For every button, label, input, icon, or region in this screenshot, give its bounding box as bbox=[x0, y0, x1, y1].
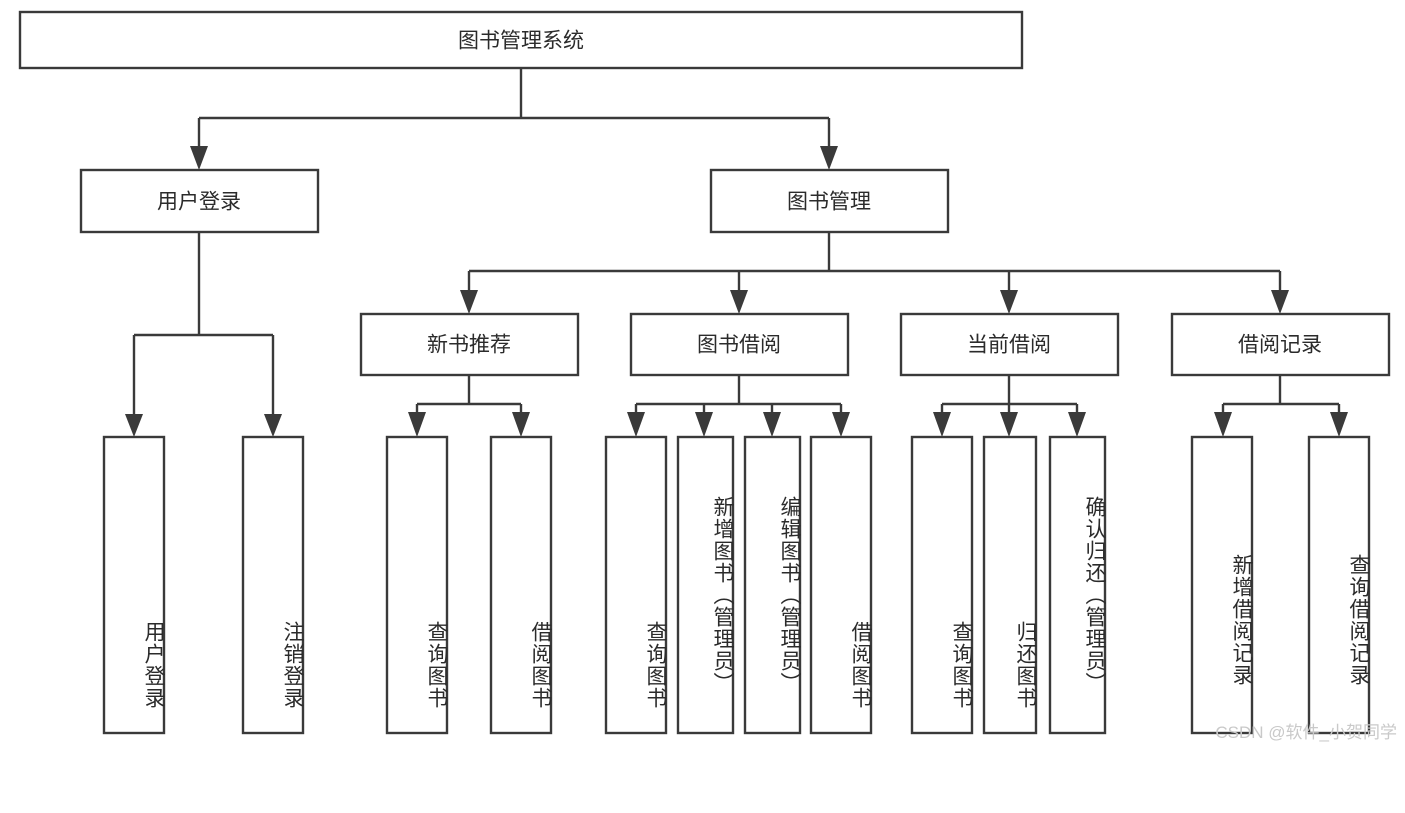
arrow-head-borrow-record bbox=[1271, 290, 1289, 314]
leaf-boxes-book-borrow bbox=[604, 435, 873, 735]
leaf-box-query-book-2[interactable] bbox=[604, 435, 668, 735]
csdn-watermark: CSDN @软件_小贺同学 bbox=[1215, 723, 1397, 742]
arrow-head-leaf-add-record bbox=[1214, 412, 1232, 437]
arrow-head-new-book-recommend bbox=[460, 290, 478, 314]
node-root[interactable]: 图书管理系统 bbox=[18, 10, 1024, 70]
leaf-box-return-book[interactable] bbox=[982, 435, 1038, 735]
node-box-current-borrow[interactable] bbox=[899, 312, 1120, 377]
leaf-box-confirm-return[interactable] bbox=[1048, 435, 1107, 735]
leaf-box-borrow-book-1[interactable] bbox=[489, 435, 553, 735]
leaf-box-query-book-1[interactable] bbox=[385, 435, 449, 735]
node-box-new-book-recommend[interactable] bbox=[359, 312, 580, 377]
arrow-head-book-borrow bbox=[730, 290, 748, 314]
leaf-boxes-current-borrow bbox=[910, 435, 1107, 735]
node-current-borrow[interactable]: 当前借阅 bbox=[899, 312, 1120, 377]
node-borrow-record[interactable]: 借阅记录 bbox=[1170, 312, 1391, 377]
arrow-head-leaf-borrow-book-1 bbox=[512, 412, 530, 437]
node-box-book-borrow[interactable] bbox=[629, 312, 850, 377]
arrow-head-current-borrow bbox=[1000, 290, 1018, 314]
arrow-head-leaf-edit-book bbox=[763, 412, 781, 437]
node-label-book-management: 图书管理 bbox=[787, 191, 871, 214]
node-box-borrow-record[interactable] bbox=[1170, 312, 1391, 377]
arrow-head-user-login bbox=[190, 146, 208, 170]
leaf-box-user-login[interactable] bbox=[102, 435, 166, 735]
node-box-root[interactable] bbox=[18, 10, 1024, 70]
leaf-boxes-new-book-recommend bbox=[385, 435, 553, 735]
connector-group-book-borrow bbox=[627, 375, 850, 437]
node-book-management[interactable]: 图书管理 bbox=[709, 168, 950, 234]
connector-group-user-login bbox=[125, 232, 282, 437]
node-label-borrow-record: 借阅记录 bbox=[1238, 334, 1322, 357]
node-box-book-management[interactable] bbox=[709, 168, 950, 234]
arrow-head-leaf-query-book-1 bbox=[408, 412, 426, 437]
leaf-box-query-record[interactable] bbox=[1307, 435, 1371, 735]
leaf-box-add-record[interactable] bbox=[1190, 435, 1254, 735]
connector-group-current-borrow bbox=[933, 375, 1086, 437]
node-user-login[interactable]: 用户登录 bbox=[79, 168, 320, 234]
arrow-head-leaf-borrow-book-2 bbox=[832, 412, 850, 437]
node-label-root: 图书管理系统 bbox=[458, 30, 584, 53]
arrow-head-leaf-user-logout bbox=[264, 414, 282, 437]
node-book-borrow[interactable]: 图书借阅 bbox=[629, 312, 850, 377]
arrow-head-leaf-add-book bbox=[695, 412, 713, 437]
node-label-current-borrow: 当前借阅 bbox=[967, 334, 1051, 357]
connector-group-new-book-recommend bbox=[408, 375, 530, 437]
node-label-book-borrow: 图书借阅 bbox=[697, 334, 781, 357]
leaf-box-edit-book[interactable] bbox=[743, 435, 802, 735]
arrow-head-book-management bbox=[820, 146, 838, 170]
leaf-box-query-book-3[interactable] bbox=[910, 435, 974, 735]
leaf-box-borrow-book-2[interactable] bbox=[809, 435, 873, 735]
connector-group-book-management bbox=[460, 232, 1289, 314]
arrow-head-leaf-return-book bbox=[1000, 412, 1018, 437]
node-label-new-book-recommend: 新书推荐 bbox=[427, 334, 511, 357]
arrow-head-leaf-confirm-return bbox=[1068, 412, 1086, 437]
leaf-box-add-book[interactable] bbox=[676, 435, 735, 735]
connector-group-root bbox=[190, 68, 838, 170]
node-new-book-recommend[interactable]: 新书推荐 bbox=[359, 312, 580, 377]
arrow-head-leaf-query-book-2 bbox=[627, 412, 645, 437]
leaf-boxes-user-login bbox=[102, 435, 305, 735]
leaf-box-user-logout[interactable] bbox=[241, 435, 305, 735]
arrow-head-leaf-query-book-3 bbox=[933, 412, 951, 437]
arrow-head-leaf-user-login bbox=[125, 414, 143, 437]
node-label-user-login: 用户登录 bbox=[157, 191, 241, 214]
hierarchy-diagram-svg: 图书管理系统 用户登录 图书管理 新书推荐 图书借阅 当前借阅 借阅记录 bbox=[18, 10, 1391, 735]
node-box-user-login[interactable] bbox=[79, 168, 320, 234]
connector-group-borrow-record bbox=[1214, 375, 1348, 437]
flowchart-canvas: 图书管理系统 用户登录 图书管理 新书推荐 图书借阅 当前借阅 借阅记录 bbox=[18, 10, 1397, 742]
leaf-boxes-borrow-record bbox=[1190, 435, 1371, 735]
arrow-head-leaf-query-record bbox=[1330, 412, 1348, 437]
